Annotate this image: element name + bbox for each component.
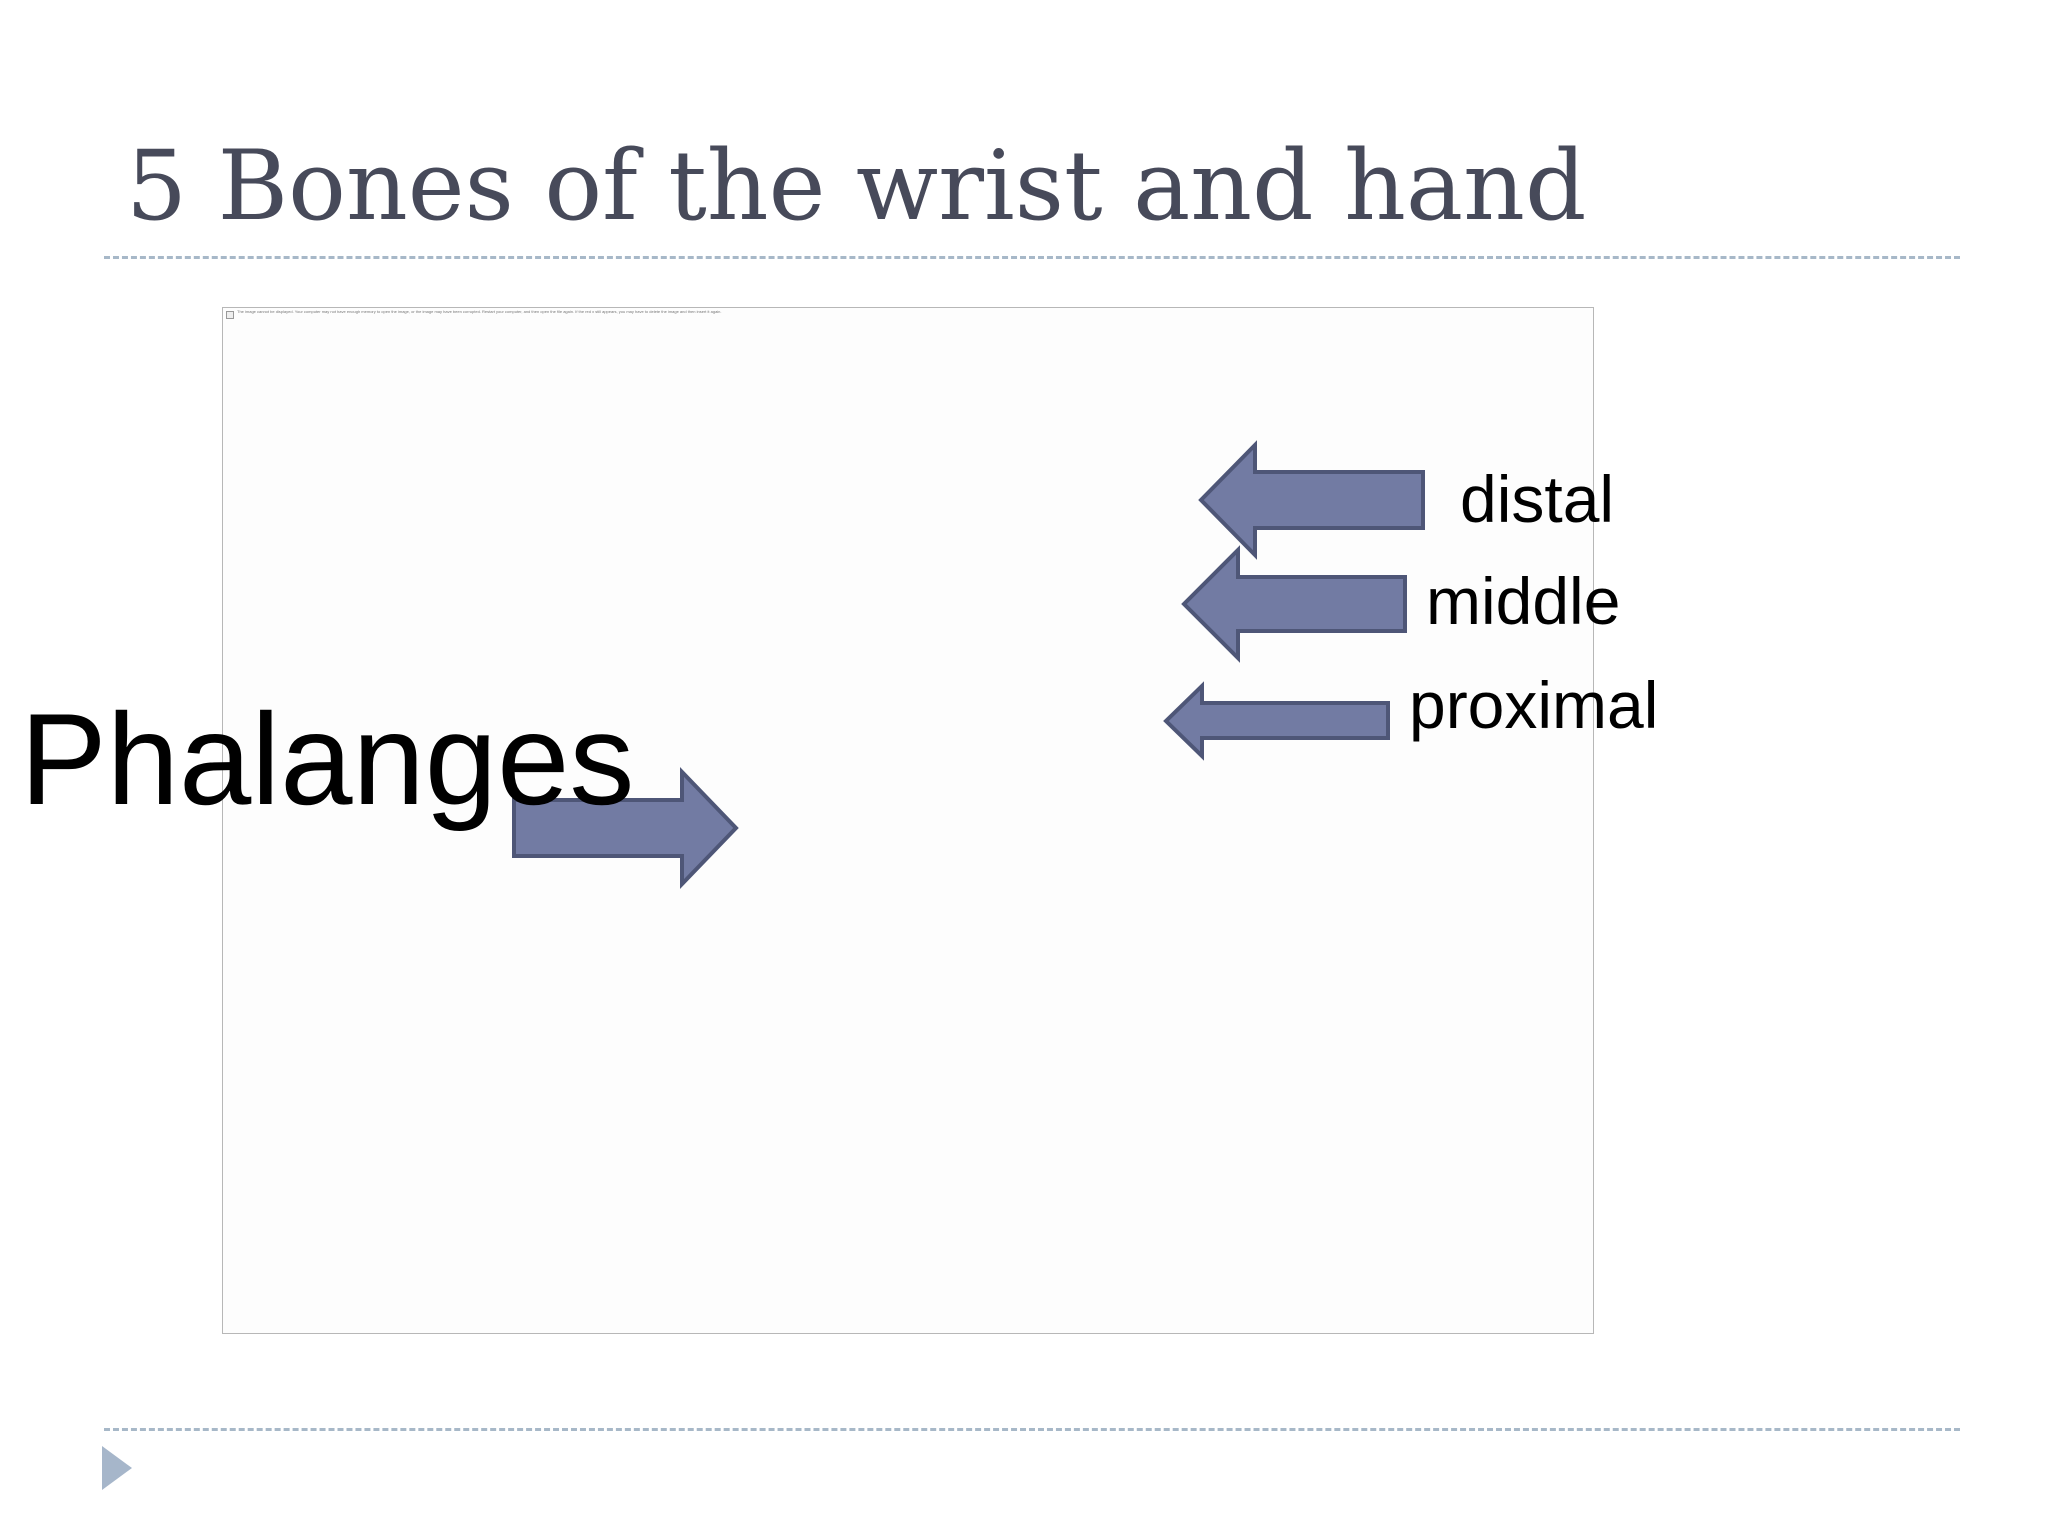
top-dashed-divider bbox=[104, 256, 1960, 259]
phalanges-arrow bbox=[512, 767, 739, 889]
proximal-label: proximal bbox=[1409, 668, 1659, 742]
bottom-dashed-divider bbox=[104, 1428, 1960, 1431]
distal-label: distal bbox=[1460, 462, 1615, 536]
play-triangle-icon bbox=[102, 1446, 132, 1490]
middle-label: middle bbox=[1426, 564, 1621, 638]
slide-title: 5 Bones of the wrist and hand bbox=[126, 130, 1587, 242]
image-error-text: The image cannot be displayed. Your comp… bbox=[237, 309, 722, 314]
nav-triangle bbox=[102, 1446, 132, 1490]
broken-image-icon bbox=[226, 311, 234, 319]
phalanges-label: Phalanges bbox=[20, 686, 635, 832]
distal-arrow bbox=[1198, 440, 1425, 560]
proximal-arrow bbox=[1163, 681, 1390, 761]
middle-arrow bbox=[1181, 545, 1407, 663]
